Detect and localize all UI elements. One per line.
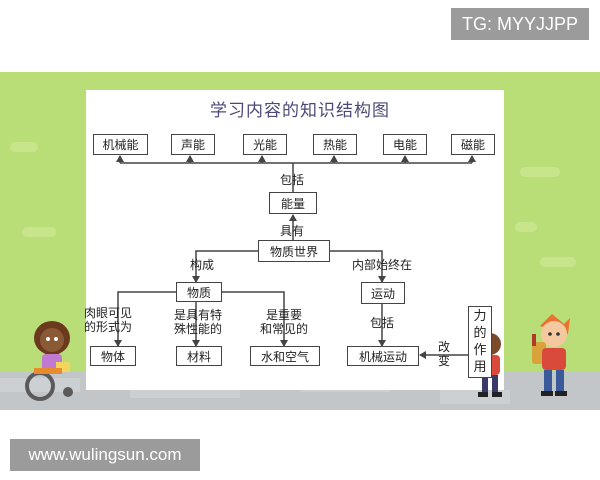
- material-world-box: 物质世界: [258, 240, 330, 262]
- water-air-box: 水和空气: [250, 346, 320, 366]
- label-compose: 构成: [190, 258, 215, 272]
- label-change: 改 变: [438, 340, 450, 368]
- background-cloud: [10, 142, 38, 152]
- energy-light-box: 光能: [243, 134, 287, 155]
- force-effect-char-3: 作: [473, 343, 487, 358]
- energy-heat-box: 热能: [313, 134, 357, 155]
- force-effect-char-2: 的: [473, 326, 487, 341]
- energy-sound-box: 声能: [171, 134, 215, 155]
- material-box: 材料: [176, 346, 222, 366]
- mechanical-motion-box: 机械运动: [347, 346, 419, 366]
- label-common-important: 是重要 和常见的: [260, 308, 308, 336]
- label-change-line-1: 改: [438, 340, 451, 354]
- label-include-bottom: 包括: [370, 316, 395, 330]
- label-common-line-2: 和常见的: [260, 322, 309, 336]
- label-special-line-1: 是具有特: [174, 308, 223, 322]
- energy-box: 能量: [269, 192, 317, 214]
- watermark-url: www.wulingsun.com: [10, 439, 200, 471]
- label-include-top: 包括: [280, 173, 305, 187]
- force-effect-box: 力 的 作 用: [468, 306, 492, 378]
- label-internal-start-end: 内部始终在: [352, 258, 413, 272]
- substance-box: 物质: [176, 282, 222, 302]
- label-have: 具有: [280, 224, 305, 238]
- force-effect-char-1: 力: [473, 309, 487, 324]
- label-visible-shape-line-1: 肉眼可见: [84, 306, 133, 320]
- label-special-performance: 是具有特 殊性能的: [174, 308, 222, 336]
- energy-magnetic-box: 磁能: [451, 134, 495, 155]
- label-visible-shape-line-2: 的形式为: [84, 320, 133, 334]
- force-effect-char-4: 用: [473, 360, 487, 375]
- background-cloud: [540, 257, 576, 267]
- background-cloud: [515, 222, 537, 232]
- energy-electric-box: 电能: [383, 134, 427, 155]
- ground-stripe: [0, 378, 80, 392]
- boy-with-backpack-illustration: [532, 314, 570, 396]
- label-special-line-2: 殊性能的: [174, 322, 223, 336]
- label-visible-shape: 肉眼可见 的形式为: [84, 306, 132, 334]
- diagram-title: 学习内容的知识结构图: [210, 101, 390, 121]
- watermark-tg: TG: MYYJJPP: [451, 8, 589, 40]
- label-common-line-1: 是重要: [266, 308, 303, 322]
- object-box: 物体: [90, 346, 136, 366]
- energy-mechanical-box: 机械能: [93, 134, 148, 155]
- label-change-line-2: 变: [438, 354, 451, 368]
- background-cloud: [520, 167, 560, 177]
- background-cloud: [22, 227, 56, 237]
- motion-box: 运动: [361, 282, 405, 304]
- girl-wheelchair-illustration: [25, 321, 73, 401]
